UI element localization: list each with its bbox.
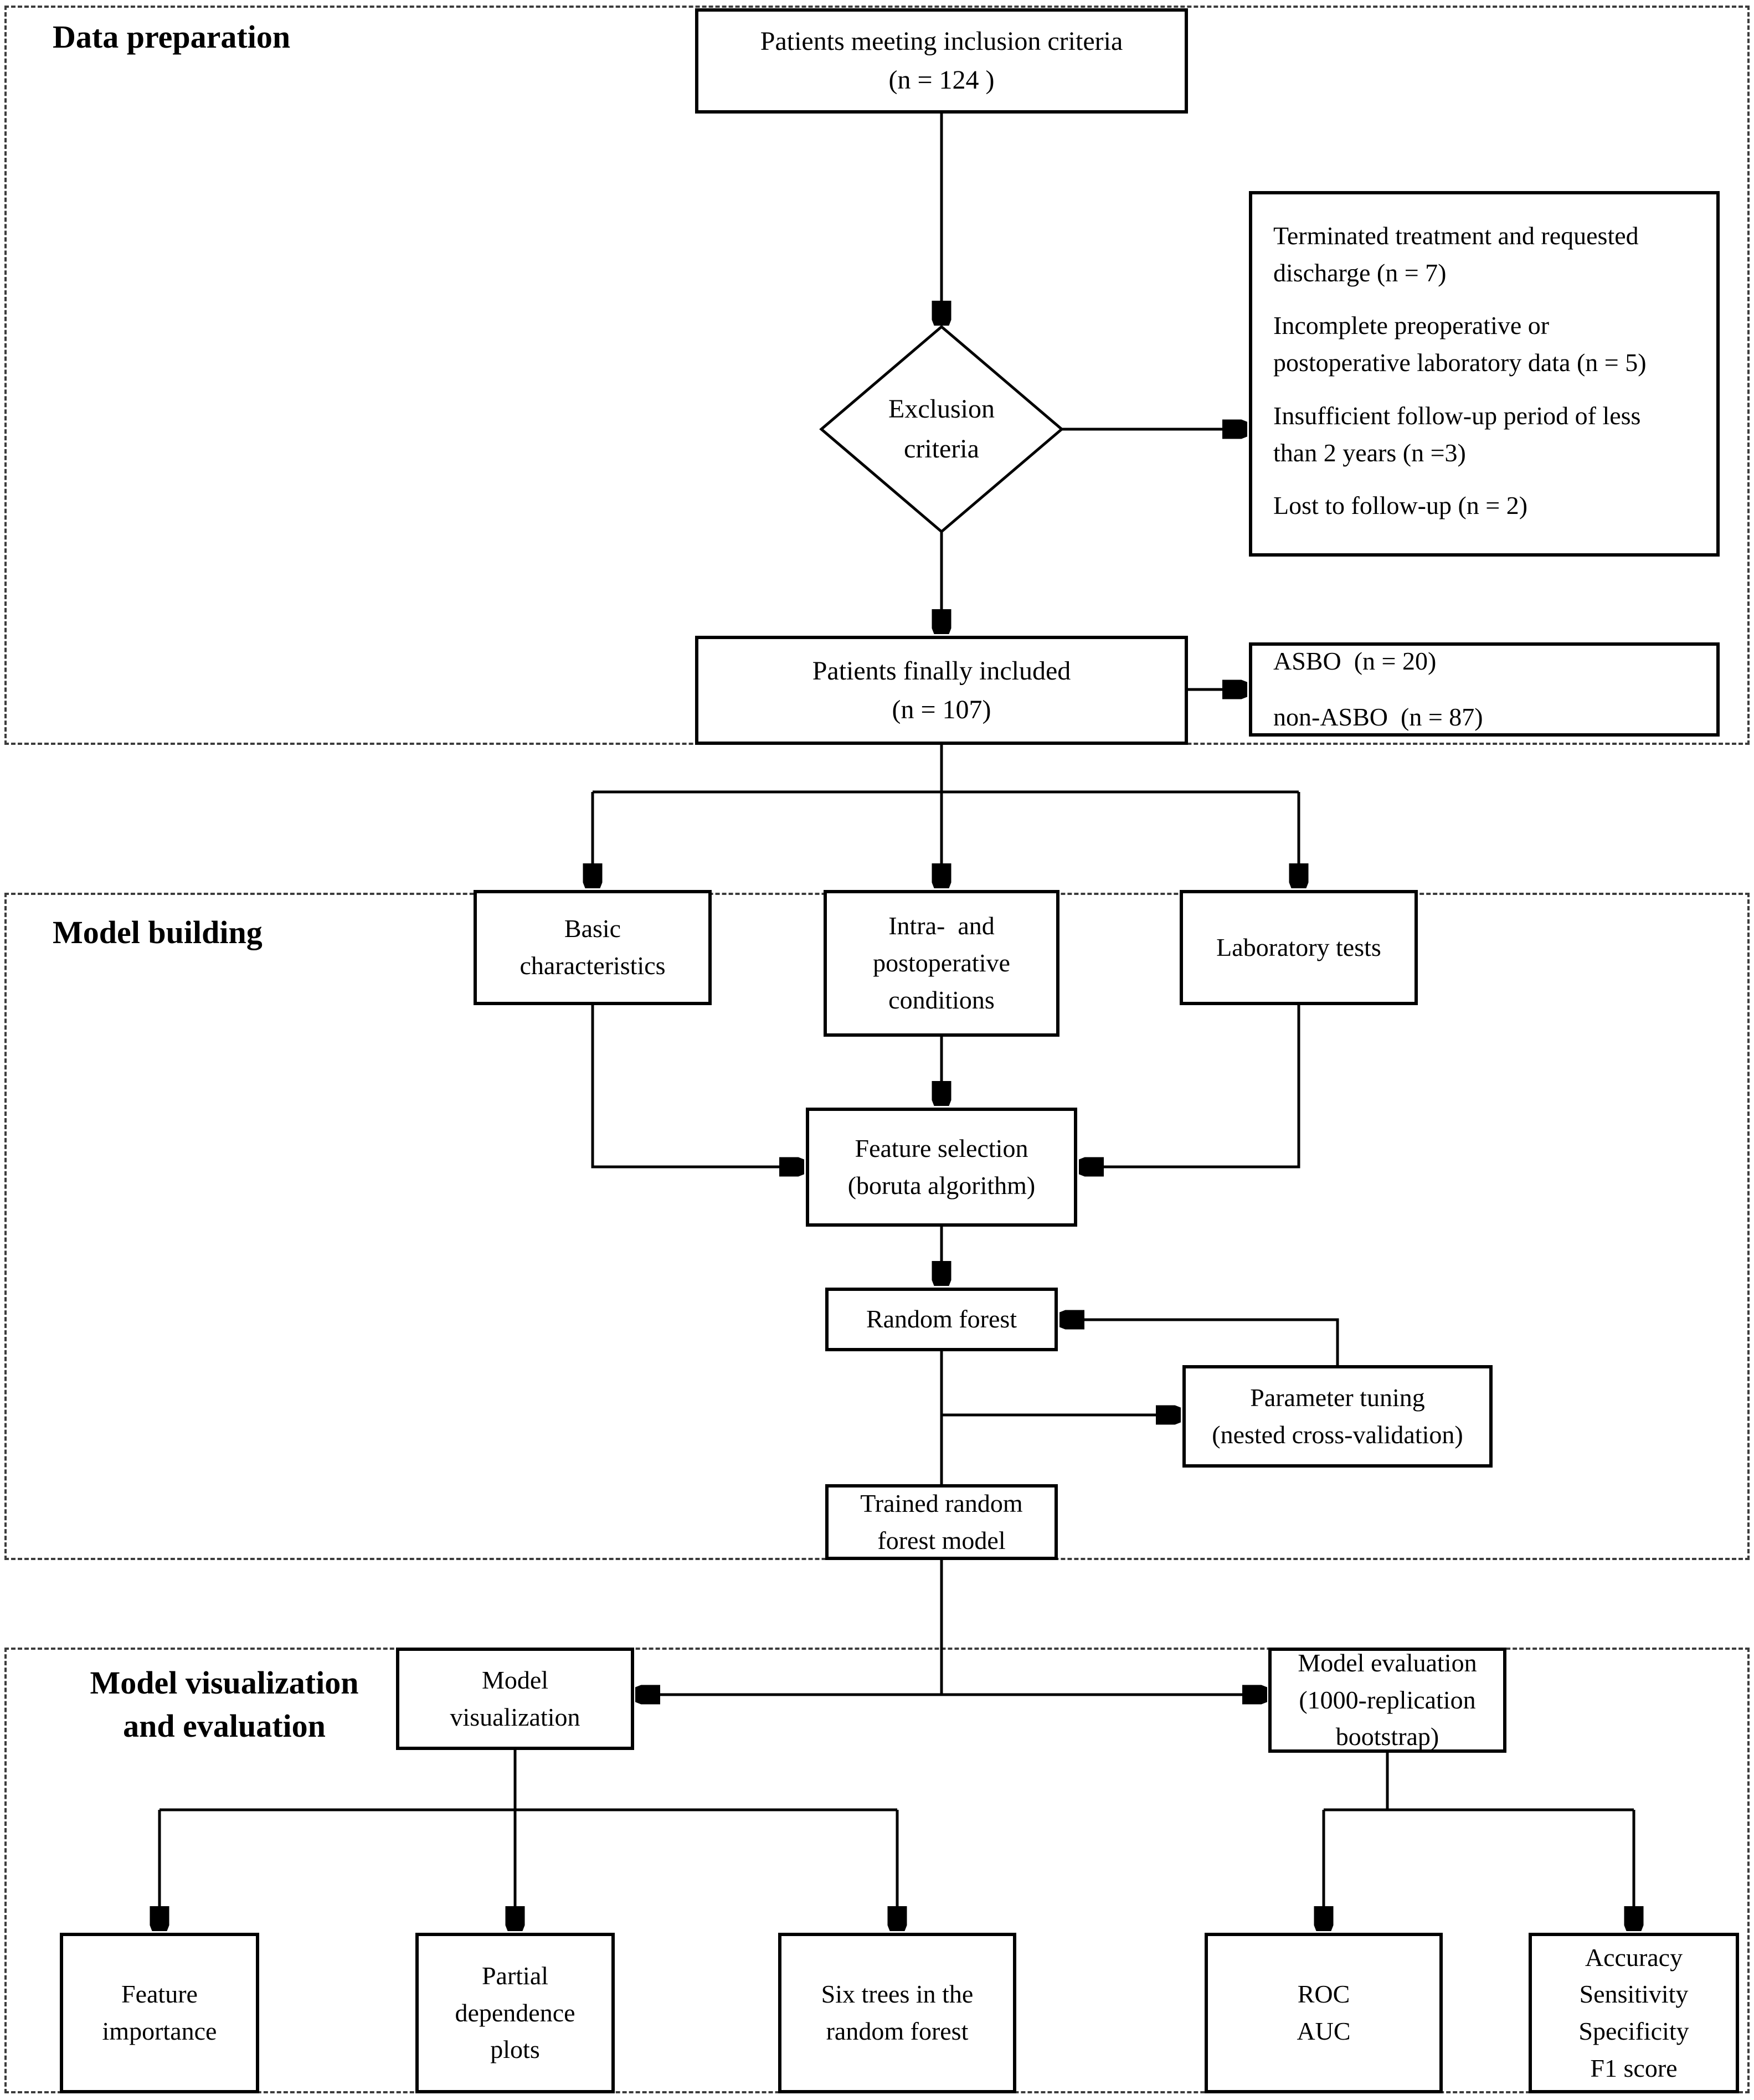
node-basic-characteristics: Basic characteristics	[474, 890, 712, 1005]
node-feature-importance: Feature importance	[60, 1933, 259, 2093]
node-model-visualization: Model visualization	[396, 1648, 634, 1750]
arrow-basic-to-featuresel	[591, 1005, 801, 1167]
node-patients-inclusion: Patients meeting inclusion criteria (n =…	[695, 8, 1188, 114]
node-six-trees: Six trees in the random forest	[778, 1933, 1016, 2093]
node-feature-selection: Feature selection (boruta algorithm)	[806, 1108, 1077, 1227]
node-trained-model: Trained random forest model	[825, 1484, 1058, 1560]
node-patients-included: Patients finally included (n = 107)	[695, 636, 1188, 745]
section-label-data-preparation: Data preparation	[53, 19, 291, 55]
arrow-labs-to-featuresel	[1082, 1005, 1300, 1167]
arrow-tuning-to-rf	[1062, 1320, 1339, 1365]
node-model-evaluation: Model evaluation (1000-replication boots…	[1268, 1648, 1506, 1753]
node-exclusion-criteria-label: Exclusion criteria	[888, 394, 995, 464]
asbo-count: ASBO (n = 20)	[1273, 647, 1437, 676]
exclusion-diamond-shape	[819, 325, 1064, 534]
node-random-forest: Random forest	[825, 1288, 1058, 1351]
exclusion-reason-3: Insufficient follow-up period of less th…	[1273, 401, 1641, 467]
node-partial-dependence-plots: Partial dependence plots	[415, 1933, 615, 2093]
exclusion-reason-1: Terminated treatment and requested disch…	[1273, 222, 1639, 287]
exclusion-reason-2: Incomplete preoperative or postoperative…	[1273, 311, 1647, 377]
section-label-model-building: Model building	[53, 914, 263, 950]
node-laboratory-tests: Laboratory tests	[1180, 890, 1418, 1005]
node-exclusion-reasons: Terminated treatment and requested disch…	[1249, 191, 1720, 557]
section-label-model-visualization-evaluation: Model visualization and evaluation	[90, 1665, 359, 1744]
node-parameter-tuning: Parameter tuning (nested cross-validatio…	[1182, 1365, 1493, 1468]
non-asbo-count: non-ASBO (n = 87)	[1273, 703, 1483, 731]
node-intra-postoperative: Intra- and postoperative conditions	[824, 890, 1059, 1037]
node-asbo-split: ASBO (n = 20) non-ASBO (n = 87)	[1249, 642, 1720, 737]
node-metrics: Accuracy Sensitivity Specificity F1 scor…	[1529, 1933, 1739, 2093]
exclusion-reason-4: Lost to follow-up (n = 2)	[1273, 491, 1528, 520]
node-roc-auc: ROC AUC	[1205, 1933, 1443, 2093]
